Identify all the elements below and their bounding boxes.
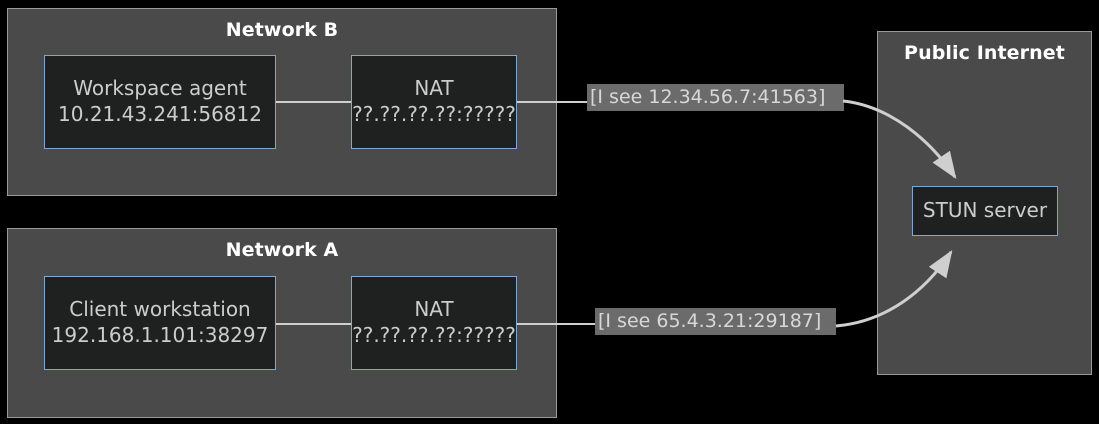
cluster-public-internet-title: Public Internet xyxy=(904,42,1065,64)
node-workspace-agent[interactable]: Workspace agent 10.21.43.241:56812 xyxy=(44,55,276,149)
node-nat-a-line1: NAT xyxy=(414,297,454,322)
cluster-network-a-title: Network A xyxy=(225,239,339,261)
node-nat-a-line2: ??.??.??.??:????? xyxy=(352,323,516,347)
edge-label-from-network-b: [I see 12.34.56.7:41563] xyxy=(587,84,844,111)
edge-label-from-network-a: [I see 65.4.3.21:29187] xyxy=(595,308,836,335)
edge-workspace-agent-to-nat-b xyxy=(276,101,351,103)
node-workspace-agent-line2: 10.21.43.241:56812 xyxy=(58,102,262,126)
node-client-workstation-line1: Client workstation xyxy=(69,297,251,322)
edge-client-workstation-to-nat-a xyxy=(276,323,351,325)
node-nat-b[interactable]: NAT ??.??.??.??:????? xyxy=(351,55,517,149)
node-stun-server[interactable]: STUN server xyxy=(912,186,1058,236)
node-stun-server-line1: STUN server xyxy=(922,198,1048,223)
node-workspace-agent-line1: Workspace agent xyxy=(73,76,247,101)
cluster-network-b-title: Network B xyxy=(225,19,339,41)
edge-nat-a-to-label xyxy=(517,323,597,325)
node-client-workstation-line2: 192.168.1.101:38297 xyxy=(51,323,269,347)
node-nat-a[interactable]: NAT ??.??.??.??:????? xyxy=(351,276,517,370)
node-nat-b-line2: ??.??.??.??:????? xyxy=(352,102,516,126)
node-client-workstation[interactable]: Client workstation 192.168.1.101:38297 xyxy=(44,276,276,370)
node-nat-b-line1: NAT xyxy=(414,76,454,101)
edge-nat-b-to-label xyxy=(517,101,589,103)
